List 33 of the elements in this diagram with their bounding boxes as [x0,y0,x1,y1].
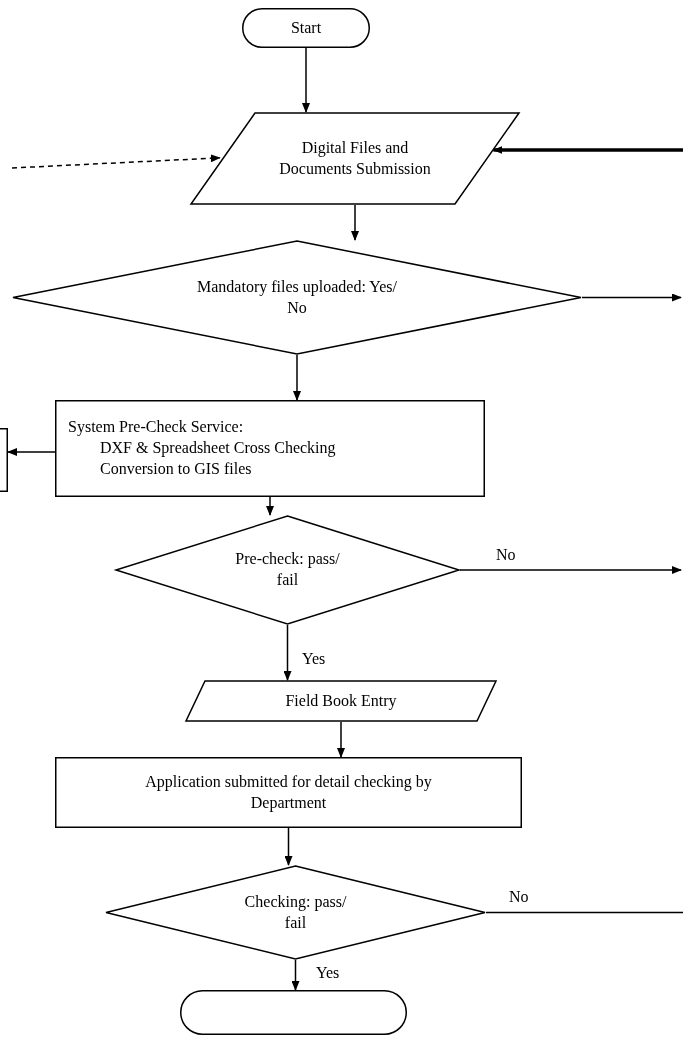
node-text: Application submitted for detail checking by Department [144,771,433,814]
decision-diamond [12,240,582,355]
arrow [337,721,345,758]
arrow [581,293,682,302]
input-parallelogram [185,680,497,722]
node-text: Pre-check: pass/ fail [234,549,341,590]
arrow [11,154,221,169]
arrow [302,47,310,113]
input-parallelogram [190,112,520,205]
node-text: Field Book Entry [285,690,397,712]
process-box [55,757,522,828]
arrow [7,448,56,456]
arrow [293,354,301,401]
node-text: Checking: pass/ fail [243,891,348,933]
node-text: Start [290,17,322,38]
node-text: Conversion to GIS files [100,458,252,479]
decision-diamond [115,515,460,625]
node-text: Mandatory files uploaded: Yes/ No [197,276,397,318]
terminal-shape [180,990,407,1035]
arrow [492,146,683,154]
arrow [284,827,293,866]
decision-diamond [105,865,486,960]
node-text: Digital Files and Documents Submission [278,137,432,179]
arrow [283,624,292,681]
arrow [459,566,682,574]
arrow [291,959,300,991]
node-text: DXF & Spreadsheet Cross Checking [100,438,336,459]
connector-line [485,911,683,914]
terminal-shape [242,8,370,48]
arrow [351,204,359,241]
process-box [55,400,485,497]
node-heading: System Pre-Check Service: [68,417,244,438]
arrow [266,496,274,516]
